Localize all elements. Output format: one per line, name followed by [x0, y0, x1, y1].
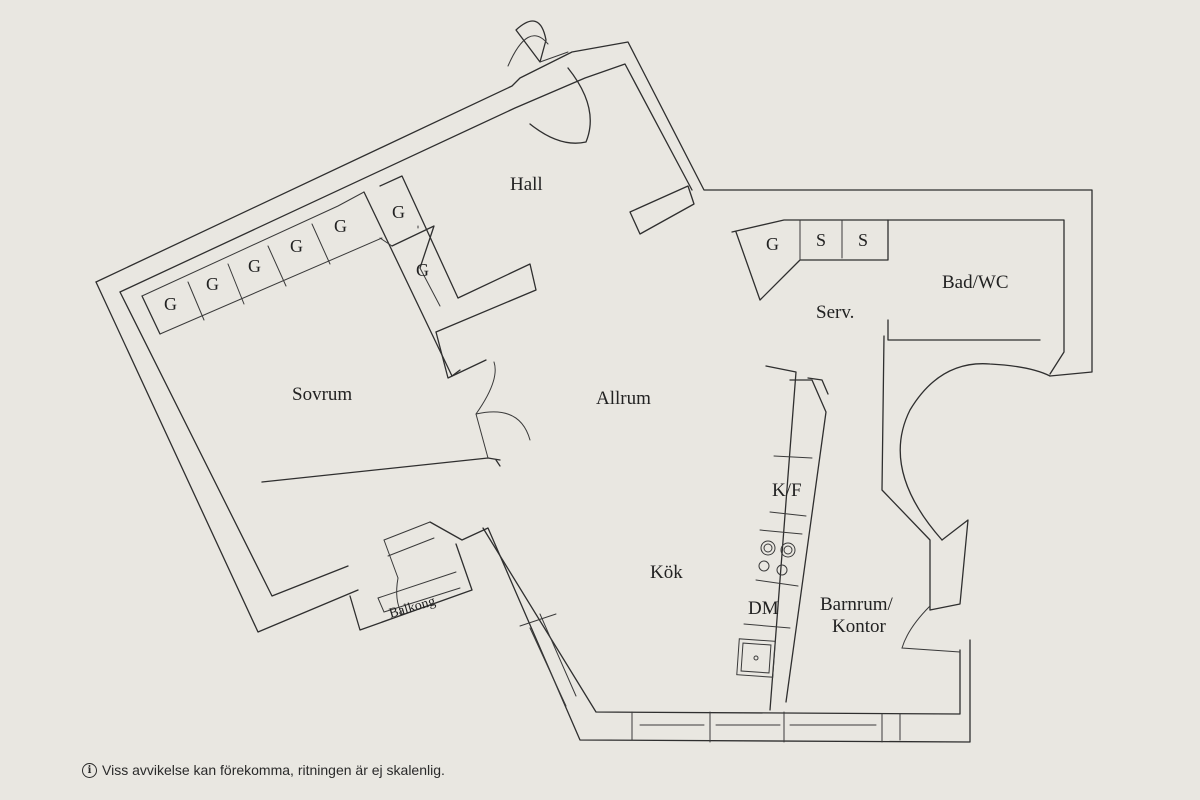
disclaimer: i Viss avvikelse kan förekomma, ritninge… — [82, 762, 445, 778]
balcony — [377, 571, 461, 613]
wardrobe-label: G — [164, 294, 177, 314]
hall-wardrobes — [419, 267, 441, 307]
wardrobe-label: G — [334, 216, 347, 236]
interior-walls — [141, 175, 1065, 743]
outer-walls — [95, 41, 1093, 743]
doors — [396, 20, 1051, 653]
stove-burner-icon — [758, 560, 770, 572]
room-label-bad-wc: Bad/WC — [942, 272, 1009, 293]
room-label-kontor: Kontor — [832, 616, 887, 637]
room-label-barnrum: Barnrum/ — [820, 594, 894, 615]
room-label-sovrum: Sovrum — [292, 384, 352, 405]
fridge-freezer-label: K/F — [772, 480, 802, 501]
room-label-kok: Kök — [650, 562, 683, 583]
info-icon: i — [82, 762, 97, 778]
dishwasher-label: DM — [748, 598, 779, 619]
stove-burner-icon — [776, 564, 788, 576]
stove-burner-icon — [780, 542, 796, 558]
wardrobe-row — [141, 191, 419, 335]
room-label-allrum: Allrum — [596, 388, 651, 409]
serv-cabinets — [799, 219, 843, 261]
wardrobe-label: G — [416, 260, 429, 280]
wardrobe-label: G — [766, 234, 779, 254]
wardrobe-label: G — [206, 274, 219, 294]
disclaimer-text: Viss avvikelse kan förekomma, ritningen … — [102, 762, 445, 778]
sink-icon — [736, 638, 776, 678]
cabinet-label: S — [858, 230, 868, 250]
wardrobe-label: G — [248, 256, 261, 276]
kitchen-counter — [736, 455, 813, 678]
wardrobe-label: G — [290, 236, 303, 256]
room-label-serv: Serv. — [816, 302, 854, 323]
stove-burner-icon — [760, 540, 776, 556]
wardrobe-label: G — [392, 202, 405, 222]
room-label-hall: Hall — [510, 174, 543, 195]
room-label-balkong: Balkong — [387, 594, 437, 621]
cabinet-label: S — [816, 230, 826, 250]
